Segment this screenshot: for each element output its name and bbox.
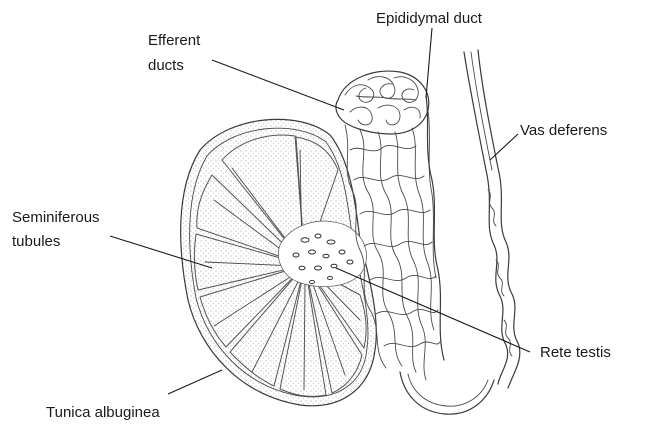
epididymis-head (336, 71, 429, 134)
leader-epididymal-duct (426, 28, 432, 98)
leader-efferent-ducts (212, 60, 344, 110)
epididymal-duct-path (426, 96, 444, 360)
leader-tunica-albuginea (168, 370, 222, 394)
label-efferent-ducts-line2: ducts (148, 57, 184, 74)
vas-deferens (464, 50, 520, 388)
label-epididymal-duct: Epididymal duct (376, 10, 483, 27)
label-efferent-ducts-line1: Efferent (148, 32, 201, 49)
label-seminiferous-tubules-line2: tubules (12, 233, 60, 250)
epididymis-head-coils (345, 77, 420, 125)
vas-deferens-inner (478, 50, 520, 388)
label-seminiferous-tubules-line1: Seminiferous (12, 209, 100, 226)
label-rete-testis: Rete testis (540, 344, 611, 361)
label-vas-deferens: Vas deferens (520, 122, 607, 139)
label-tunica-albuginea: Tunica albuginea (46, 404, 160, 421)
rete-testis-region (278, 221, 366, 286)
